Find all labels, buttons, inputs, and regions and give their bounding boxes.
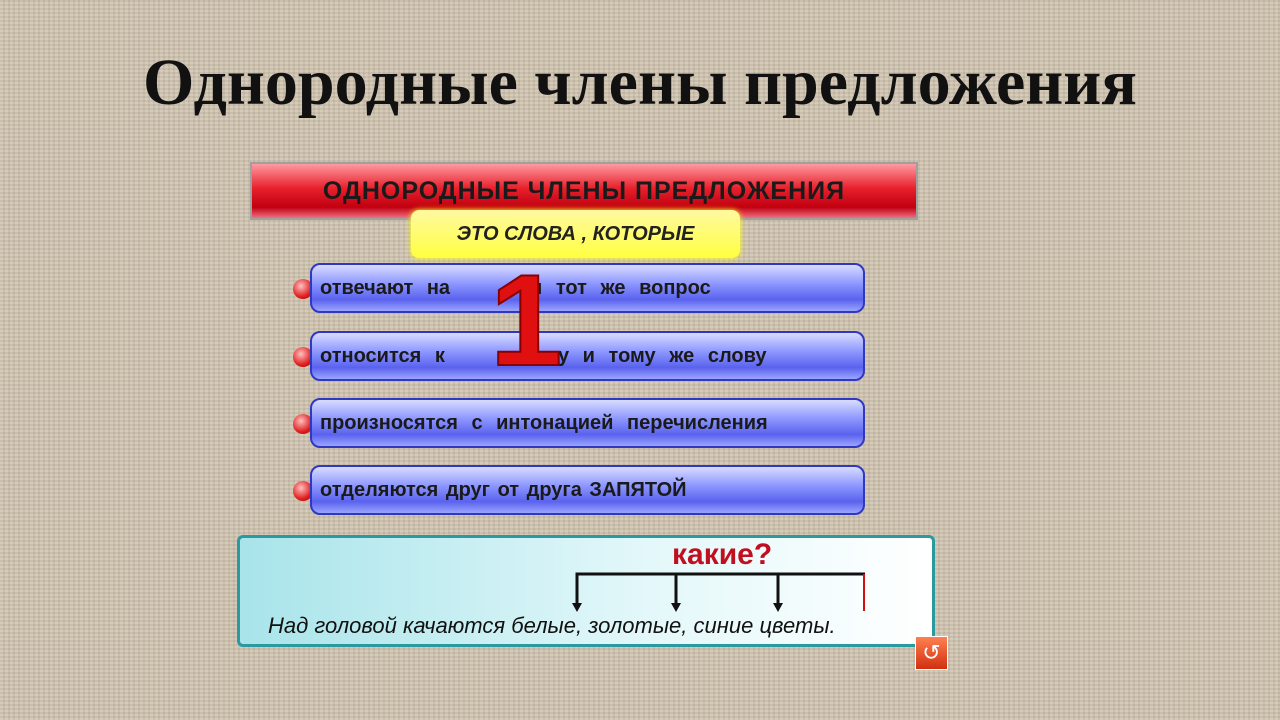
subtitle-box: ЭТО СЛОВА , КОТОРЫЕ (411, 210, 740, 258)
rule-text: -ому и тому же слову (524, 344, 767, 367)
rule-text: отвечают на (320, 276, 451, 299)
bracket-arrows (572, 572, 865, 612)
rule-text: относится к (320, 344, 445, 367)
example-scroll (237, 535, 935, 647)
page-title: Однородные члены предложения (143, 46, 1137, 119)
rule-item: отвечают на и тот же вопрос (310, 263, 865, 313)
question-label: какие? (672, 538, 773, 571)
rule-text: и тот же вопрос (530, 276, 711, 299)
bullet-icon (293, 481, 313, 501)
bullet-icon (293, 414, 313, 434)
bullet-icon (293, 347, 313, 367)
bullet-icon (293, 279, 313, 299)
example-sentence: Над головой качаются белые, золотые, син… (268, 613, 836, 638)
rule-item: отделяются друг от друга ЗАПЯТОЙ (310, 465, 865, 515)
rule-item: произносятся с интонацией перечисления (310, 398, 865, 448)
rule-item: относится к -ому и тому же слову (310, 331, 865, 381)
return-icon[interactable]: ↺ (915, 636, 948, 670)
big-number-one: 1 (489, 247, 563, 393)
